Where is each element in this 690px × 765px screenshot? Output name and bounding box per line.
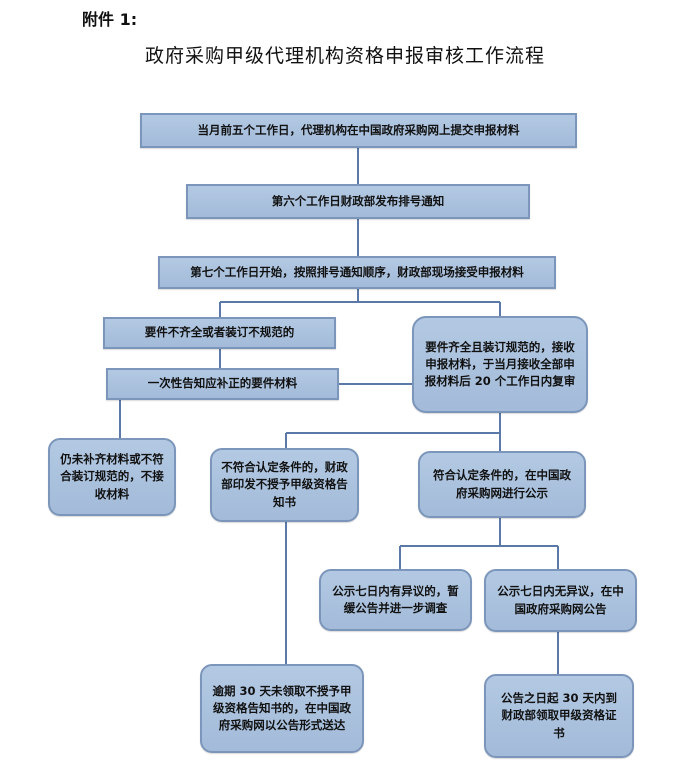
- box-qualified: 符合认定条件的，在中国政府采购网进行公示: [418, 451, 586, 518]
- box-not-qualified: 不符合认定条件的，财政部印发不授予甲级资格告知书: [210, 448, 359, 522]
- box-notify-once: 一次性告知应补正的要件材料: [106, 368, 339, 400]
- box-reject-materials: 仍未补齐材料或不符合装订规范的，不接收材料: [48, 438, 176, 516]
- box-complete-review: 要件齐全且装订规范的，接收申报材料，于当月接收全部申报材料后 20 个工作日内复…: [412, 316, 588, 413]
- box-no-objection: 公示七日内无异议，在中国政府采购网公告: [484, 569, 637, 632]
- step-queue-notice: 第六个工作日财政部发布排号通知: [186, 184, 530, 219]
- box-certificate: 公告之日起 30 天内到财政部领取甲级资格证书: [484, 674, 634, 758]
- page-title: 政府采购甲级代理机构资格申报审核工作流程: [144, 45, 545, 67]
- attachment-label: 附件 1:: [82, 10, 138, 29]
- step-submit-materials: 当月前五个工作日，代理机构在中国政府采购网上提交申报材料: [140, 113, 577, 148]
- box-incomplete: 要件不齐全或者装订不规范的: [103, 317, 336, 349]
- step-onsite-acceptance: 第七个工作日开始，按照排号通知顺序，财政部现场接受申报材料: [158, 256, 556, 289]
- box-objection: 公示七日内有异议的，暂缓公告并进一步调查: [319, 569, 472, 631]
- box-overdue: 逾期 30 天未领取不授予甲级资格告知书的，在中国政府采购网以公告形式送达: [200, 664, 364, 753]
